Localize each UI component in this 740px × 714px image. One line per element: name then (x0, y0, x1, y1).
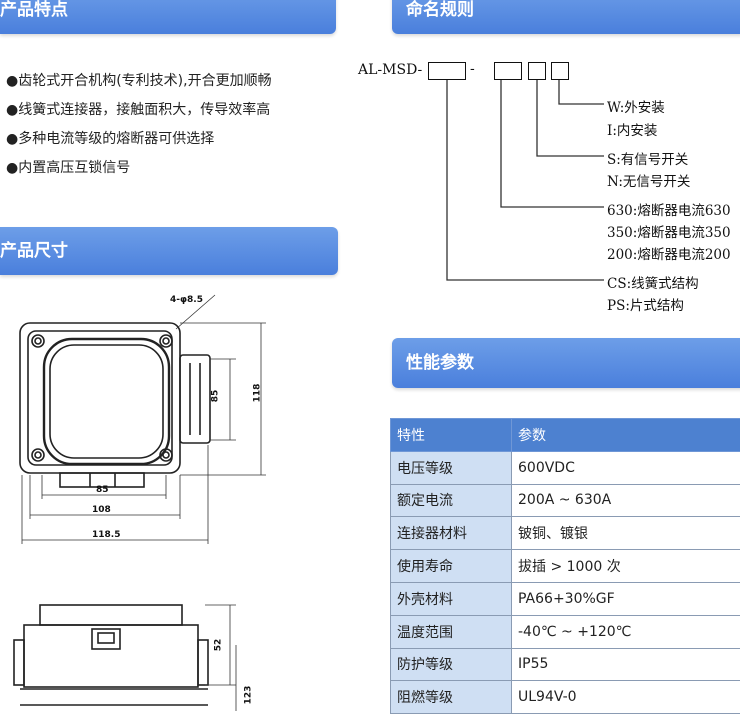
table-cell-value: UL94V-0 (512, 681, 740, 714)
column-header: 参数 (512, 419, 740, 452)
table-header-row: 特性 参数 (391, 419, 740, 452)
dimension-118-5: 118.5 (92, 530, 120, 540)
table-row: 连接器材料铍铜、镀银 (391, 517, 740, 550)
table-cell-value: 铍铜、镀银 (512, 517, 740, 550)
dimension-108: 108 (92, 505, 111, 515)
table-cell-key: 连接器材料 (391, 517, 512, 550)
table-cell-value: 200A ~ 630A (512, 484, 740, 517)
naming-label: W:外安装 (607, 96, 665, 116)
dimension-123: 123 (243, 686, 253, 705)
naming-label: 200:熔断器电流200 (607, 243, 731, 263)
table-cell-value: -40℃ ~ +120℃ (512, 615, 740, 648)
hole-dimension-label: 4-φ8.5 (170, 295, 203, 305)
naming-label: PS:片式结构 (607, 294, 684, 314)
dimension-85-horizontal: 85 (96, 485, 109, 495)
table-cell-key: 温度范围 (391, 615, 512, 648)
table-cell-value: 拔插 > 1000 次 (512, 550, 740, 583)
naming-label: I:内安装 (607, 119, 657, 139)
table-cell-value: PA66+30%GF (512, 582, 740, 615)
naming-label: N:无信号开关 (607, 170, 690, 190)
dimension-52: 52 (213, 639, 223, 652)
table-cell-value: 600VDC (512, 451, 740, 484)
dimension-drawing (0, 285, 290, 711)
table-cell-key: 电压等级 (391, 451, 512, 484)
dimension-85-vertical: 85 (210, 390, 220, 403)
column-header: 特性 (391, 419, 512, 452)
naming-label: 630:熔断器电流630 (607, 199, 731, 219)
naming-label: S:有信号开关 (607, 148, 688, 168)
naming-label: CS:线簧式结构 (607, 272, 699, 292)
table-cell-key: 外壳材料 (391, 582, 512, 615)
table-cell-value: IP55 (512, 648, 740, 681)
naming-label: 350:熔断器电流350 (607, 221, 731, 241)
table-row: 温度范围-40℃ ~ +120℃ (391, 615, 740, 648)
table-cell-key: 使用寿命 (391, 550, 512, 583)
table-cell-key: 阻燃等级 (391, 681, 512, 714)
table-row: 使用寿命拔插 > 1000 次 (391, 550, 740, 583)
table-cell-key: 额定电流 (391, 484, 512, 517)
dimension-118: 118 (252, 384, 262, 403)
table-cell-key: 防护等级 (391, 648, 512, 681)
